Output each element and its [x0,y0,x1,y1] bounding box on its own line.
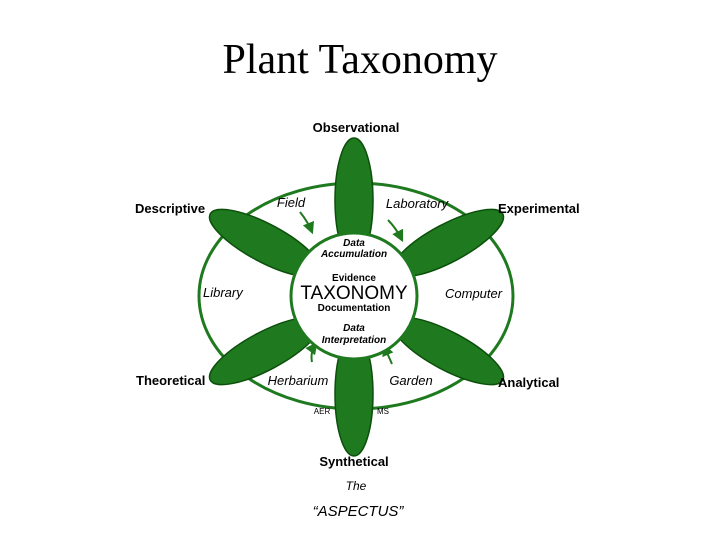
slide-title: Plant Taxonomy [222,37,498,83]
data-accumulation-label-1: Data [343,238,365,249]
computer-label: Computer [445,286,503,301]
data-interpretation-label-2: Interpretation [322,335,386,346]
synthetical-label: Synthetical [319,454,388,469]
taxonomy-label: TAXONOMY [300,283,408,304]
ms-label: MS [377,407,389,416]
data-interpretation-label-1: Data [343,323,365,334]
caption-the: The [346,479,367,493]
evidence-label: Evidence [332,273,376,284]
descriptive-label: Descriptive [135,201,205,216]
documentation-label: Documentation [318,303,391,314]
arrow-field [299,211,315,235]
petals [208,137,505,457]
laboratory-label: Laboratory [386,196,450,211]
theoretical-label: Theoretical [136,373,205,388]
analytical-label: Analytical [498,375,559,390]
field-label: Field [277,195,306,210]
aer-label: AER [314,407,331,416]
observational-label: Observational [313,120,400,135]
caption-aspectus: “ASPECTUS” [313,503,405,520]
arrow-laboratory [387,219,404,243]
data-accumulation-label-2: Accumulation [320,249,387,260]
experimental-label: Experimental [498,201,580,216]
center-circle [289,231,419,361]
garden-label: Garden [389,373,432,388]
herbarium-label: Herbarium [268,373,329,388]
library-label: Library [203,285,244,300]
